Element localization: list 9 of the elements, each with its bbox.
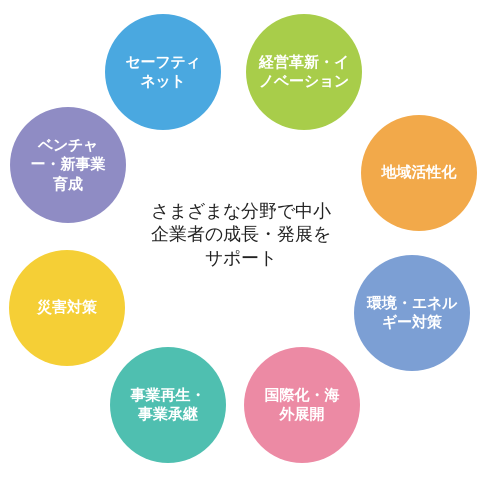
topic-label: 経営革新・イノベーション	[258, 52, 350, 92]
topic-label: 環境・エネルギー対策	[366, 294, 458, 332]
topic-label: 国際化・海外展開	[264, 386, 340, 424]
topic-label: 地域活性化	[380, 163, 458, 183]
center-text: さまざまな分野で中小企業者の成長・発展をサポート	[150, 200, 332, 270]
topic-label: 事業再生・事業承継	[130, 386, 206, 424]
topic-label: ベンチャー・新事業育成	[30, 136, 106, 194]
topic-label: セーフティネット	[124, 52, 202, 92]
topic-label: 災害対策	[36, 298, 98, 318]
